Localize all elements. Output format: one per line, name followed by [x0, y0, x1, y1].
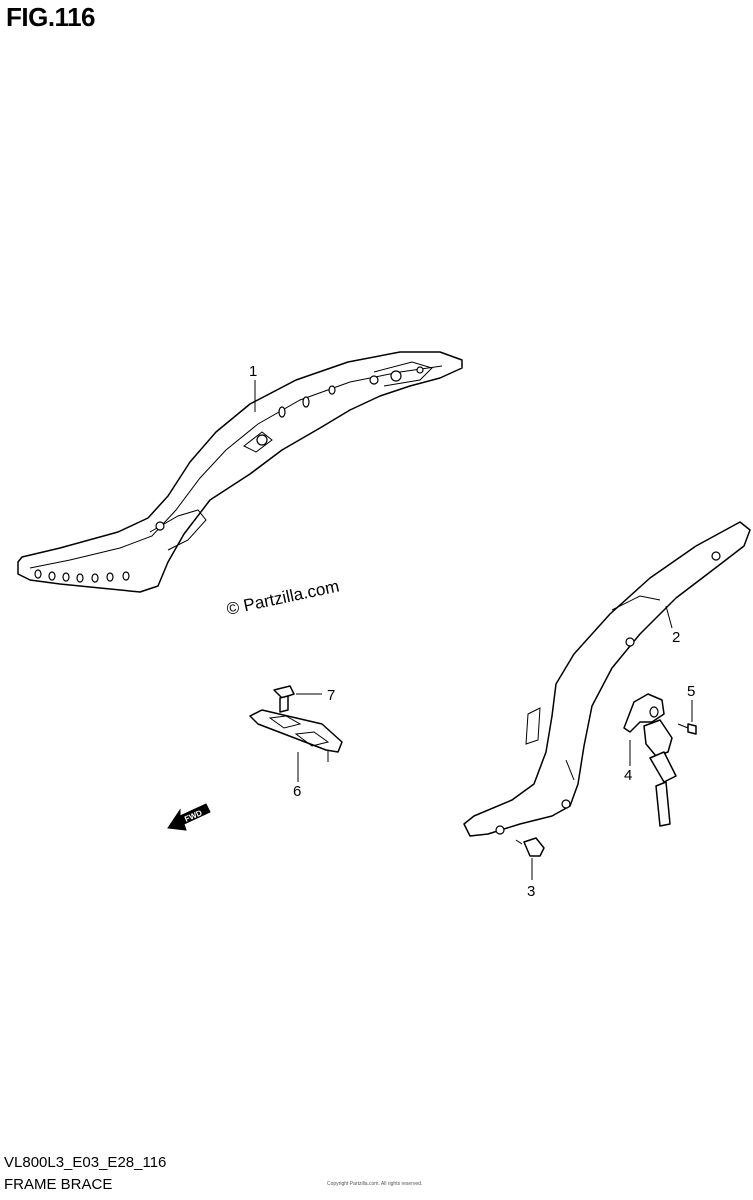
- screw-part-7[interactable]: [273, 685, 295, 713]
- callout-6-label: 6: [293, 783, 301, 800]
- fine-print: Copyright Partzilla.com. All rights rese…: [327, 1181, 423, 1187]
- frame-brace-right-part[interactable]: [463, 521, 751, 837]
- callout-5-label: 5: [687, 683, 695, 700]
- callout-7[interactable]: 7: [296, 687, 335, 704]
- callout-4[interactable]: 4: [624, 740, 632, 784]
- frame-brace-left-part[interactable]: [17, 351, 463, 593]
- figure-name: FRAME BRACE: [4, 1176, 113, 1193]
- lock-part-4[interactable]: [623, 693, 677, 827]
- callout-3[interactable]: 3: [527, 858, 535, 900]
- bolt-part-3[interactable]: [515, 837, 545, 857]
- callout-7-label: 7: [327, 687, 335, 704]
- plate-part-6[interactable]: [249, 709, 343, 762]
- callout-3-label: 3: [527, 883, 535, 900]
- callout-6[interactable]: 6: [293, 752, 301, 800]
- fwd-label: FWD: [183, 808, 204, 824]
- screw-part-5[interactable]: [677, 723, 697, 735]
- callout-5[interactable]: 5: [687, 683, 695, 722]
- forward-direction-arrow: FWD: [167, 803, 211, 831]
- callout-2[interactable]: 2: [665, 605, 680, 646]
- callout-4-label: 4: [624, 767, 632, 784]
- model-code: VL800L3_E03_E28_116: [4, 1154, 167, 1171]
- watermark: © Partzilla.com: [225, 577, 341, 619]
- callout-2-label: 2: [672, 629, 680, 646]
- callout-1[interactable]: 1: [249, 363, 257, 412]
- figure-title: FIG.116: [6, 2, 96, 32]
- callout-1-label: 1: [249, 363, 257, 380]
